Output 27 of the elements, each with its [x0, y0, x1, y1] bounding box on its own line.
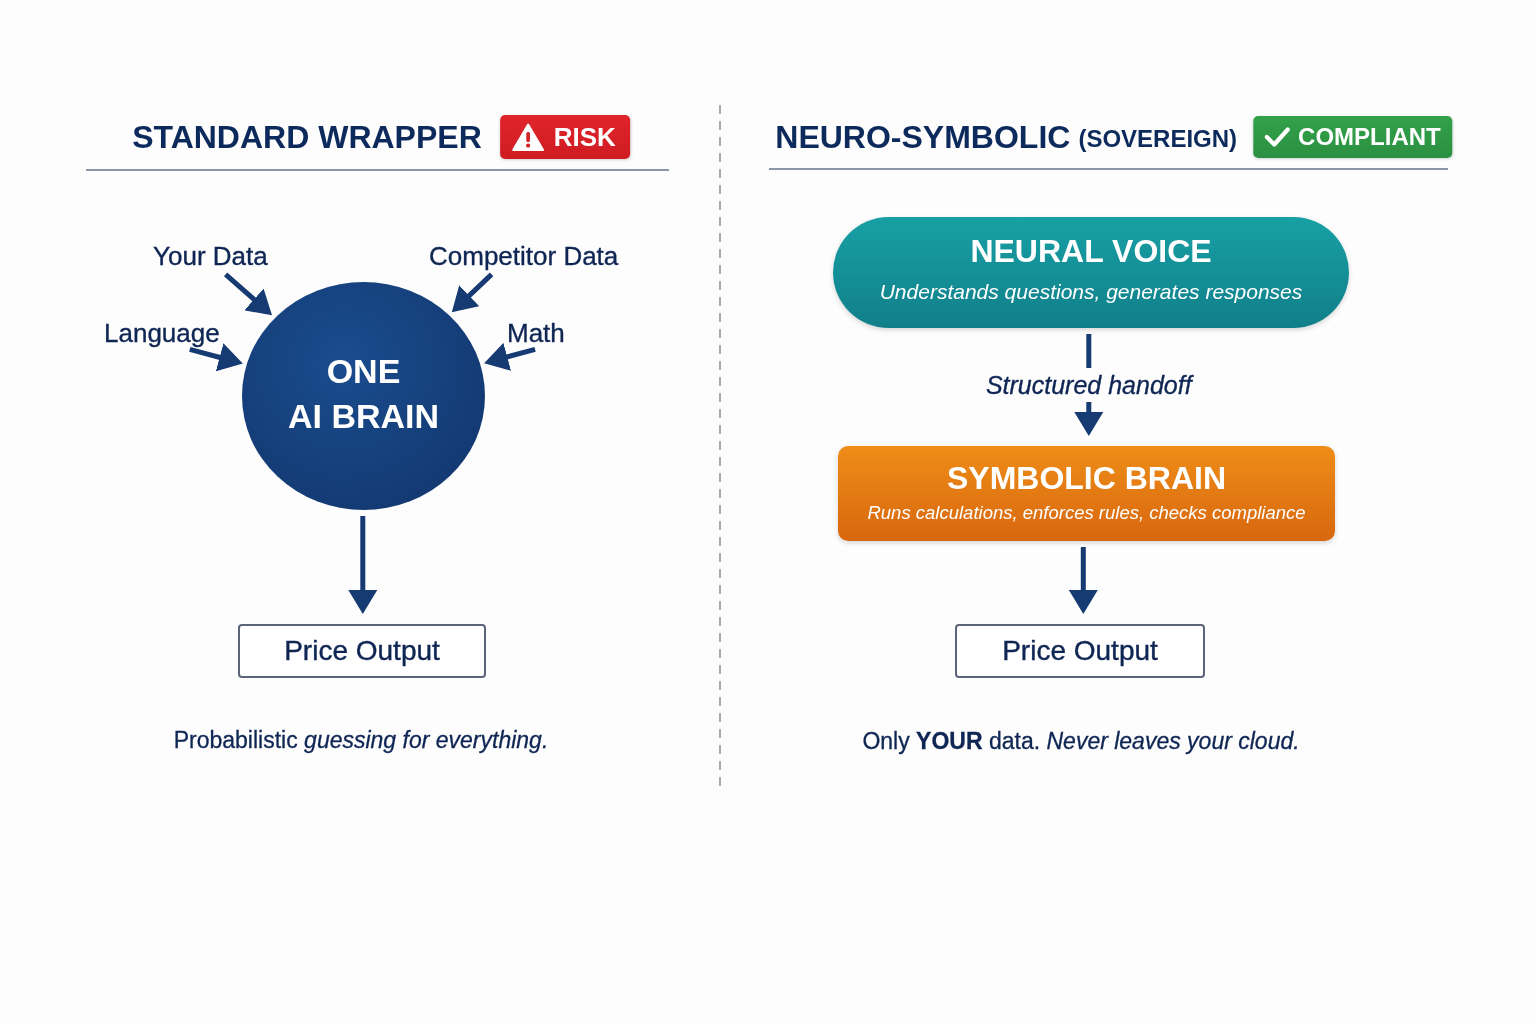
output-label: Price Output [1002, 635, 1158, 667]
arrow [483, 345, 536, 369]
panel-heading: STANDARD WRAPPER [132, 118, 482, 156]
input-label: Your Data [153, 241, 268, 271]
arrow [223, 272, 274, 318]
output-box [955, 624, 1205, 678]
stage-description: Runs calculations, enforces rules, checks compliance [867, 502, 1306, 525]
output-label: Price Output [284, 635, 440, 667]
arrow [1071, 547, 1096, 614]
summary-note: Probabilistic guessing for everything. [173, 726, 549, 754]
panel-subheading: (SOVEREIGN) [1078, 123, 1238, 154]
summary-note: Only YOUR data. Never leaves your cloud. [862, 727, 1300, 755]
arrow [450, 272, 494, 314]
stage-title: SYMBOLIC BRAIN [946, 460, 1227, 497]
input-label: Math [507, 318, 565, 348]
panel-heading: NEURO-SYMBOLIC [775, 118, 1071, 156]
output-box [238, 624, 486, 678]
input-label: Language [104, 318, 220, 348]
circle-title: ONE AI BRAIN [287, 351, 440, 437]
stage-description: Understands questions, generates responses [879, 279, 1303, 304]
stage-card [838, 446, 1335, 541]
status-text: COMPLIANT [1298, 122, 1441, 152]
stage-title: NEURAL VOICE [970, 233, 1212, 269]
arrow [189, 345, 244, 369]
arrow [350, 516, 375, 614]
status-text: RISK [553, 122, 616, 152]
input-label: Competitor Data [429, 241, 619, 271]
